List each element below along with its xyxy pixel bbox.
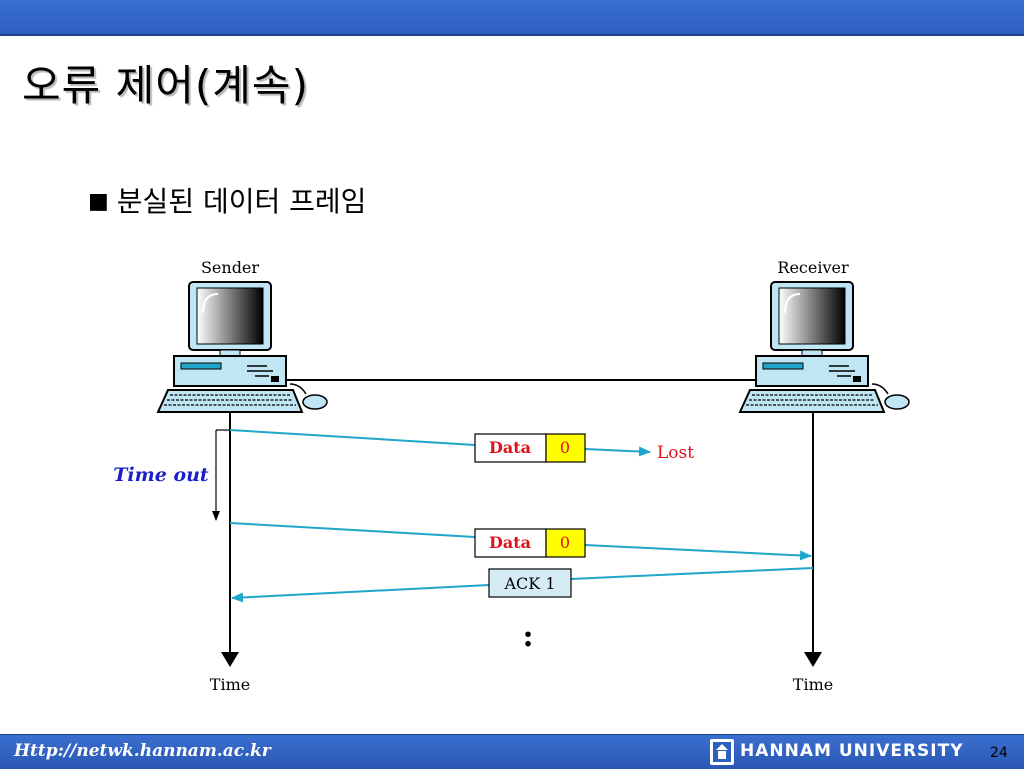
footer-bar: Http://netwk.hannam.ac.kr HANNAM UNIVERS… — [0, 734, 1024, 769]
receiver-label: Receiver — [777, 258, 849, 277]
ack-label: ACK 1 — [503, 574, 555, 593]
sender-time-label: Time — [210, 675, 250, 694]
frame2-seq-label: 0 — [560, 533, 570, 552]
frame1-data-label: Data — [489, 438, 531, 457]
frame1-arrow-in — [229, 429, 476, 446]
sender-computer-icon — [156, 281, 328, 413]
timeout-label: Time out — [113, 464, 209, 486]
receiver-time-label: Time — [793, 675, 833, 694]
university-logo-icon — [710, 739, 734, 765]
university-name: HANNAM UNIVERSITY — [740, 741, 964, 761]
frame2-arrow-out — [584, 544, 812, 561]
square-bullet-icon: ■ — [88, 189, 109, 214]
slide-title: 오류 제어(계속) — [22, 61, 309, 110]
bullet-text: 분실된 데이터 프레임 — [116, 185, 367, 218]
header-bar — [0, 0, 1024, 36]
receiver-computer-icon — [738, 281, 910, 413]
continuation-ellipsis: : — [522, 619, 533, 654]
frame1-lost-arrow — [584, 446, 651, 457]
ack-arrow-out — [231, 584, 490, 603]
frame1-seq-label: 0 — [560, 438, 570, 457]
footer-url[interactable]: Http://netwk.hannam.ac.kr — [14, 741, 271, 761]
ack-arrow-in — [570, 567, 814, 580]
sender-label: Sender — [201, 258, 259, 277]
ack-frame: ACK 1 — [488, 568, 572, 598]
receiver-timeline-arrowhead — [804, 652, 822, 667]
bullet-item: ■ 분실된 데이터 프레임 — [88, 180, 366, 220]
sender-timeline-arrowhead — [221, 652, 239, 667]
data-frame-resent: Data 0 — [474, 528, 586, 558]
frame2-data-label: Data — [489, 533, 531, 552]
page-number: 24 — [990, 745, 1008, 761]
frame2-arrow-in — [229, 522, 476, 538]
lost-label: Lost — [657, 443, 694, 463]
data-frame-lost: Data 0 — [474, 433, 586, 463]
